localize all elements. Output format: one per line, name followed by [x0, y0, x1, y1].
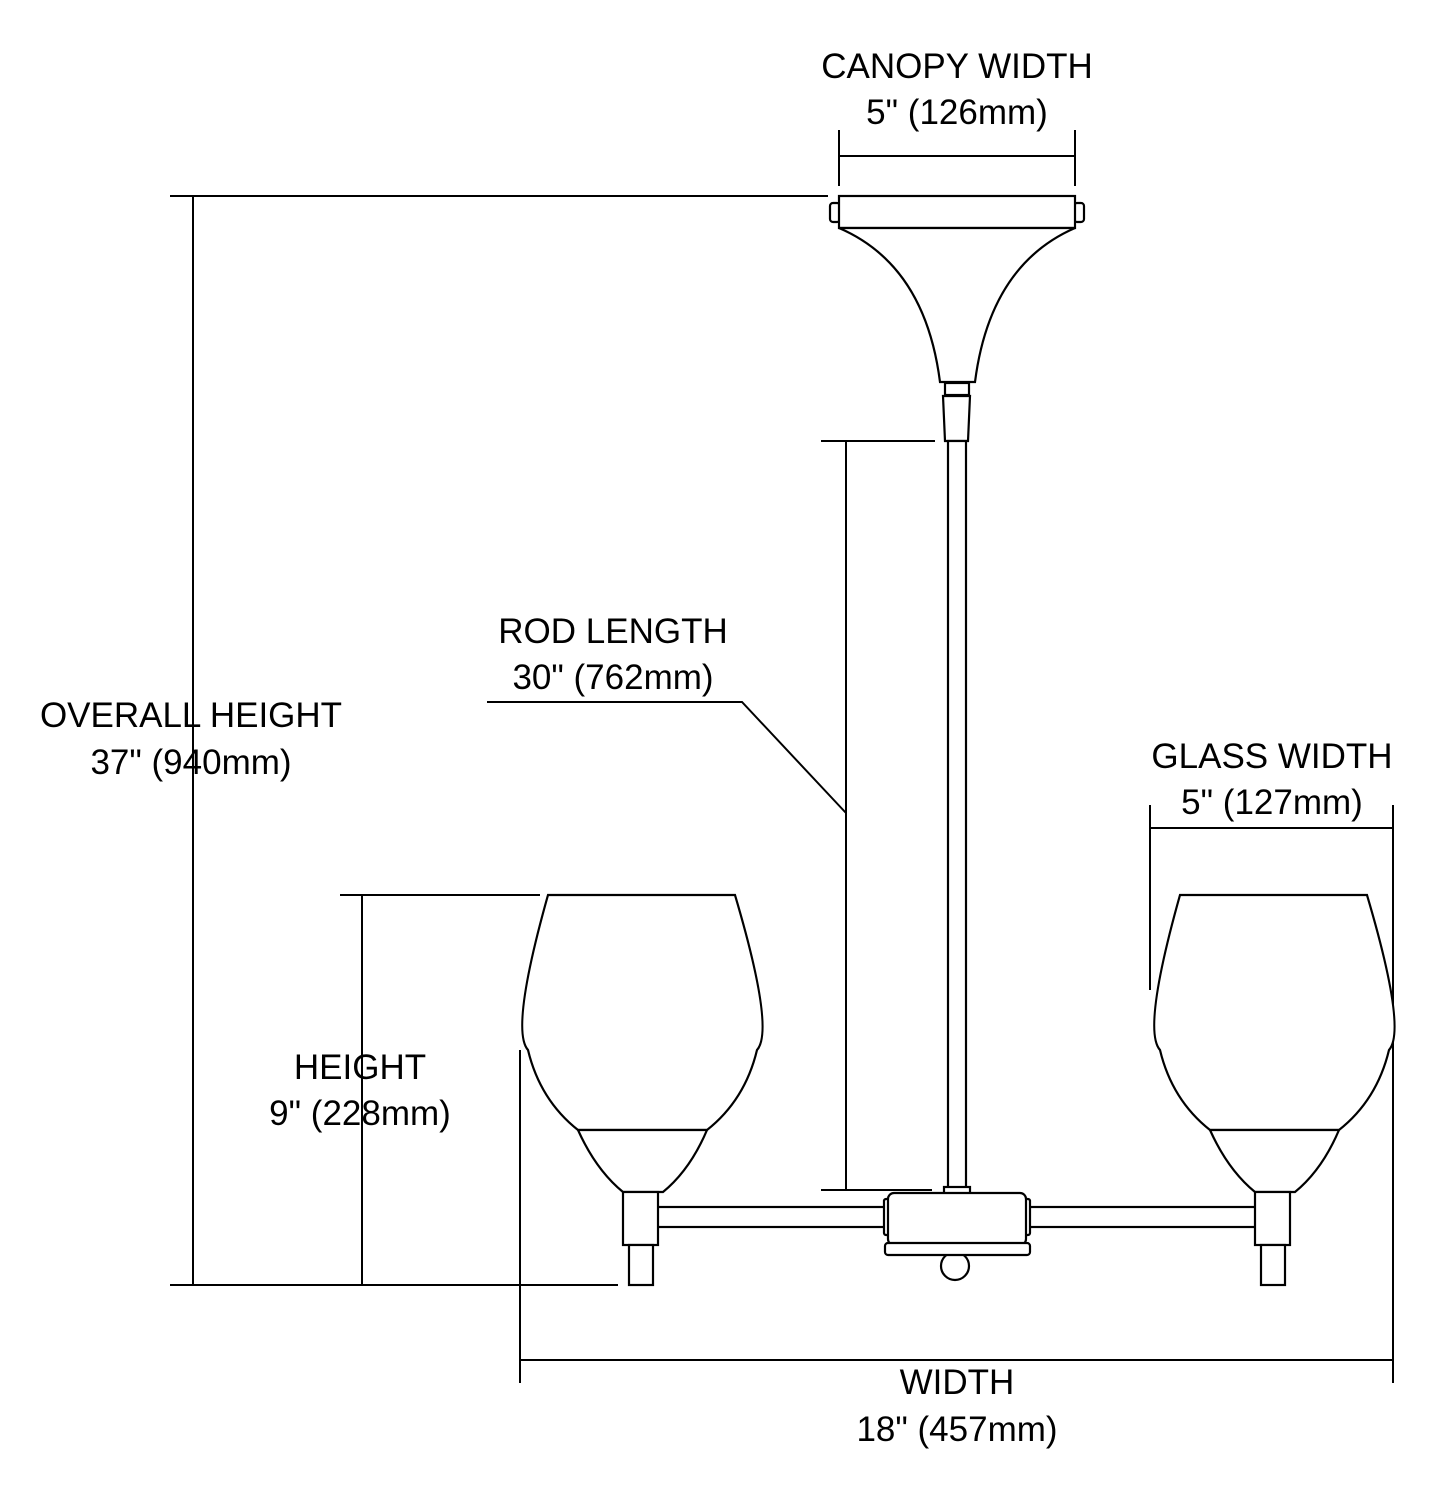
right-glass-shade — [1153, 893, 1396, 1287]
overall-height-value: 37" (940mm) — [90, 743, 291, 782]
down-rod — [946, 439, 968, 1193]
width-dimension — [519, 805, 1394, 1383]
arms — [654, 1205, 1259, 1229]
overall-height-dimension — [170, 195, 828, 1286]
glass-width-dimension — [1149, 805, 1393, 990]
center-body — [882, 1185, 1032, 1282]
canopy-width-value: 5" (126mm) — [866, 93, 1048, 132]
glass-width-value: 5" (127mm) — [1181, 783, 1363, 822]
rod-length-label: ROD LENGTH — [498, 612, 727, 651]
overall-height-label: OVERALL HEIGHT — [40, 696, 342, 735]
rod-length-dimension — [487, 440, 935, 1191]
glass-width-label: GLASS WIDTH — [1151, 737, 1392, 776]
height-value: 9" (228mm) — [269, 1094, 451, 1133]
height-label: HEIGHT — [294, 1048, 426, 1087]
width-label: WIDTH — [900, 1363, 1015, 1402]
width-value: 18" (457mm) — [856, 1410, 1057, 1449]
canopy — [828, 194, 1086, 443]
canopy-width-label: CANOPY WIDTH — [821, 47, 1093, 86]
height-dimension — [340, 894, 540, 1285]
canopy-width-dimension — [838, 130, 1076, 186]
rod-length-value: 30" (762mm) — [512, 658, 713, 697]
left-glass-shade — [521, 893, 764, 1287]
